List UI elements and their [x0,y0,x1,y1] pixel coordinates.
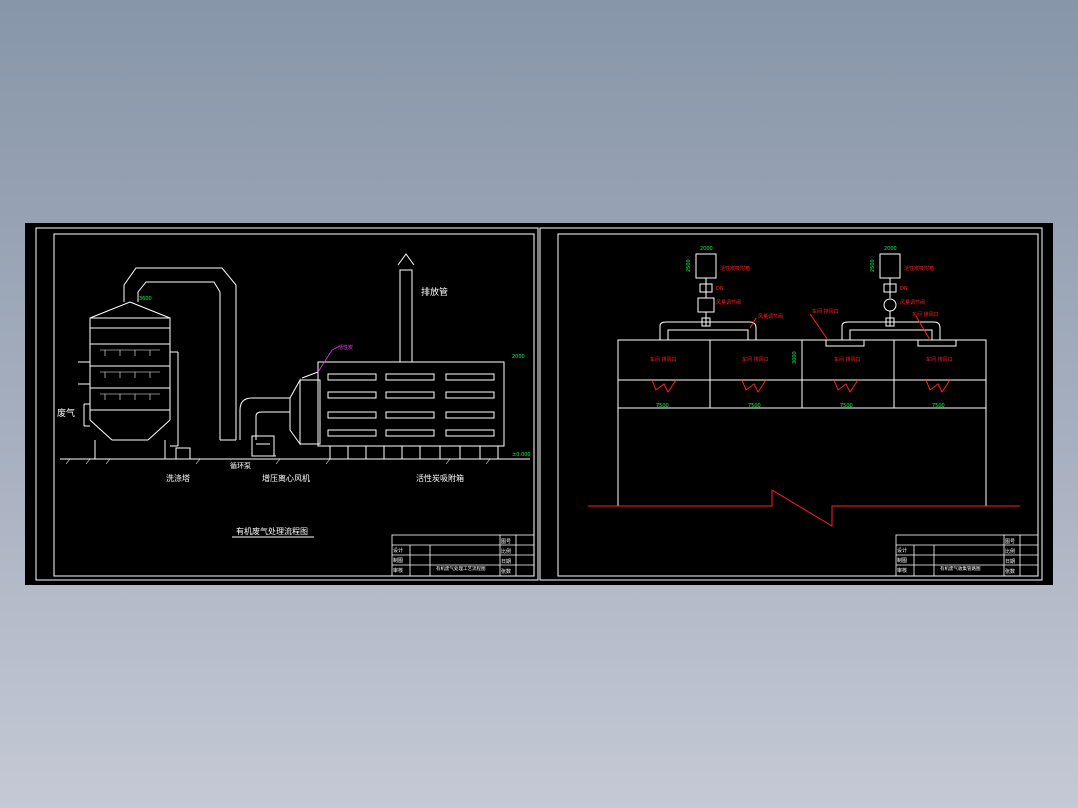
carbon-unit-2 [825,253,957,347]
booster-fan [239,397,290,457]
room-label: 车间 排风口 [834,356,861,363]
room-label: 车间 排风口 [926,356,953,363]
dim-unit-height: 2500 [686,259,692,272]
tb-role: 审核 [897,567,907,574]
tb-role: 设计 [393,547,403,554]
left-sheet-inner-border [53,233,535,577]
unit-label: 活性炭吸附箱 [720,265,750,272]
right-sheet [539,227,1043,581]
dim-span: 7500 [840,403,853,409]
model-space-background [25,223,1053,585]
carbon-leader-text: 活性炭 [338,344,353,351]
exhaust-stack [397,253,415,363]
tb-field: 比例 [1005,548,1015,555]
left-sheet [35,227,539,581]
pipe-label: DN [716,286,724,292]
dim-tower-top: 3600 [139,296,152,302]
dim-span: 7500 [748,403,761,409]
valve-label: 风量调节阀 [716,299,741,306]
tb-field: 日期 [1005,559,1015,565]
unit-label: 活性炭吸附箱 [904,265,934,272]
room-label: 车间 排风口 [650,356,677,363]
right-red-text: 活性炭吸附箱 活性炭吸附箱 DN DN 风量调节阀 风量调节阀 风量调节阀 车间… [650,265,953,363]
tb-field: 比例 [501,548,511,555]
dim-span: 7500 [932,403,945,409]
valve-label: 风量调节阀 [900,299,925,306]
left-dimension-text: 3600 2000 ±0.000 [139,296,531,458]
dim-box-height: 2000 [512,354,525,360]
carbon-unit-1 [659,253,757,340]
pipe-label: DN [900,286,908,292]
tb-field: 图号 [1005,539,1015,545]
room-label: 车间 排风口 [912,311,939,318]
label-pump: 循环泵 [230,461,251,470]
left-sheet-outer-border [35,227,539,581]
dim-ground-level: ±0.000 [512,452,531,458]
tb-field: 图号 [501,539,511,545]
right-title-block [895,534,1039,577]
carbon-adsorption-box [289,361,505,459]
section-break-line [588,489,1020,527]
dim-unit-width: 2000 [700,246,713,252]
tb-field: 日期 [501,559,511,565]
valve-label: 风量调节阀 [758,313,783,320]
right-dimension-text: 2000 2000 2500 2500 7500 7500 7500 7500 … [656,246,945,409]
right-title-block-drawing-name: 有机废气收集管路图 [940,565,981,572]
dim-height: 3000 [792,351,798,364]
dim-span: 7500 [656,403,669,409]
tb-role: 设计 [897,547,907,554]
tb-field: 张数 [501,568,511,575]
room-label: 车间 排风口 [812,308,839,315]
ground-hatch [65,458,491,465]
label-waste-gas-inlet: 废气 [57,407,75,419]
left-sheet-text: 排放管 废气 洗涤塔 循环泵 增压离心风机 活性炭吸附箱 有机废气处理流程图 [57,286,464,536]
tb-role: 审核 [393,567,403,574]
right-title-block-roles: 设计 制图 审核 图号 比例 日期 张数 [897,539,1015,575]
label-spray-tower: 洗涤塔 [166,473,190,483]
label-carbon-box: 活性炭吸附箱 [416,473,464,483]
duct-tower-to-fan [123,267,237,441]
label-booster-fan: 增压离心风机 [262,473,310,483]
left-title-block-roles: 设计 制图 审核 图号 比例 日期 张数 [393,539,511,575]
left-title-block-drawing-name: 有机废气处理工艺流程图 [436,565,486,572]
diagram-title: 有机废气处理流程图 [236,526,308,536]
left-title-block [391,534,535,577]
tb-role: 制图 [393,557,403,564]
carbon-leader-line [317,345,341,373]
tb-field: 张数 [1005,568,1015,575]
label-exhaust-stack: 排放管 [421,286,448,298]
tb-role: 制图 [897,557,907,564]
room-label: 车间 排风口 [742,356,769,363]
circulation-pump [175,447,191,460]
dim-unit-width: 2000 [884,246,897,252]
right-red-lines [588,313,1020,527]
right-sheet-inner-border [557,233,1039,577]
right-sheet-outer-border [539,227,1043,581]
spray-tower [78,301,179,459]
dim-unit-height: 2500 [870,259,876,272]
